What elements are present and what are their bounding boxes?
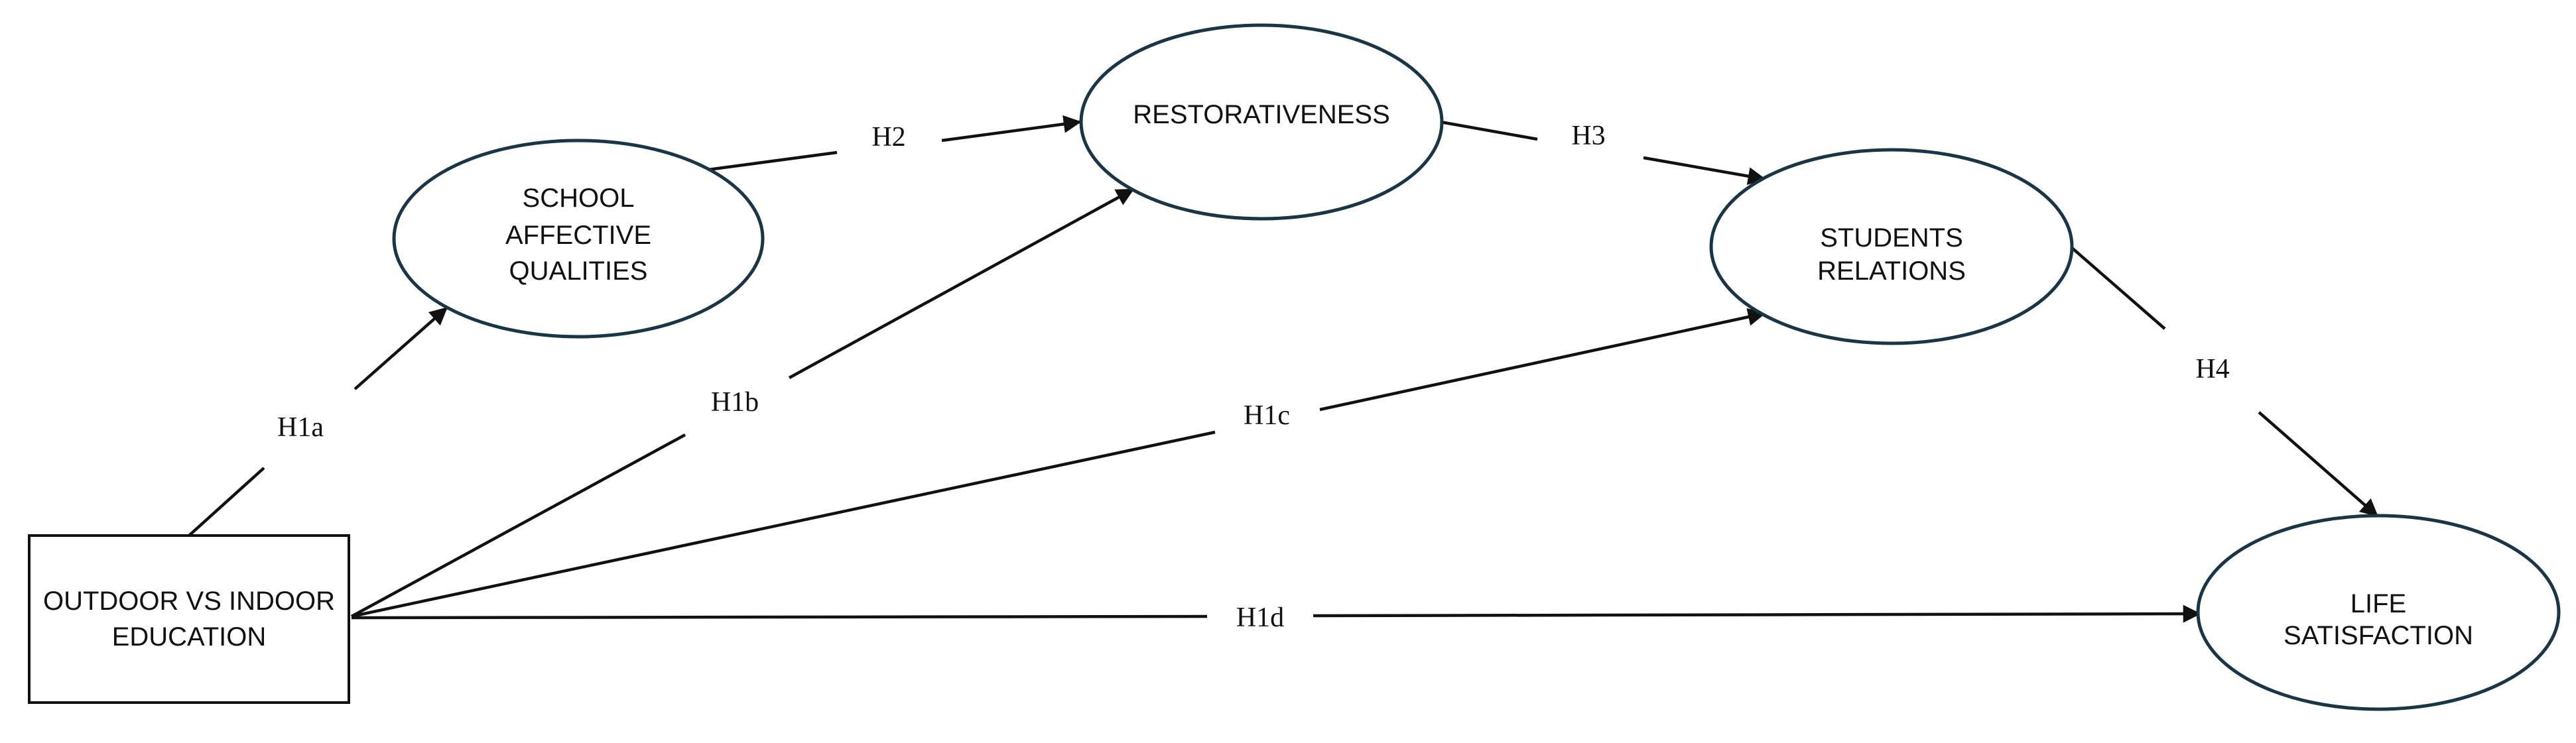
- edge-label-h4: H4: [2195, 354, 2229, 384]
- edge-h4: H4: [2071, 247, 2379, 517]
- node-restorativeness-ellipse: [1079, 23, 1444, 221]
- edge-h2-segment-1: [708, 150, 838, 172]
- node-life-ellipse: [2196, 514, 2561, 711]
- node-school-ellipse: [392, 139, 765, 339]
- node-school-label-line-2: AFFECTIVE: [505, 221, 651, 250]
- edge-h1a-segment-2: [354, 307, 448, 390]
- edge-label-h1b: H1b: [711, 387, 759, 418]
- node-students-label-line-2: RELATIONS: [1817, 257, 1966, 286]
- node-outdoor-vs-indoor-education: OUTDOOR VS INDOOR EDUCATION: [28, 534, 350, 704]
- edge-h1b: H1b: [350, 188, 1135, 618]
- node-restorativeness-label: RESTORATIVENESS: [1133, 100, 1390, 129]
- edge-h3-segment-2: [1643, 156, 1766, 186]
- edge-h3: H3: [1440, 120, 1766, 186]
- node-life-label-line-1: LIFE: [2351, 589, 2406, 618]
- node-life-satisfaction: LIFE SATISFACTION: [2196, 514, 2561, 711]
- node-restorativeness: RESTORATIVENESS: [1079, 23, 1444, 221]
- node-outdoor-label-line-2: EDUCATION: [112, 622, 267, 652]
- edge-h3-segment-1: [1440, 120, 1538, 141]
- edge-h2-segment-2: [941, 115, 1082, 143]
- node-school-affective-qualities: SCHOOL AFFECTIVE QUALITIES: [392, 139, 765, 339]
- edge-label-h1a: H1a: [277, 412, 324, 443]
- node-school-label-line-3: QUALITIES: [509, 257, 648, 286]
- edge-label-h2: H2: [871, 122, 905, 152]
- edge-label-h1d: H1d: [1236, 602, 1284, 633]
- edge-h1d: H1d: [351, 602, 2201, 633]
- edge-h4-segment-2: [2258, 411, 2379, 517]
- edge-h1b-segment-1: [350, 433, 686, 618]
- edge-h1d-segment-1: [351, 614, 1208, 620]
- edge-h1a-segment-1: [188, 467, 265, 537]
- node-life-label-line-2: SATISFACTION: [2284, 621, 2473, 650]
- edge-h1d-segment-2: [1313, 604, 2201, 623]
- node-students-label-line-1: STUDENTS: [1820, 223, 1963, 253]
- edge-h1c-segment-2: [1319, 308, 1766, 412]
- edge-h1c: H1c: [351, 308, 1766, 618]
- node-outdoor-box: [28, 534, 350, 704]
- edge-label-h3: H3: [1571, 121, 1605, 151]
- node-school-label-line-1: SCHOOL: [523, 184, 635, 213]
- edge-h2: H2: [708, 115, 1082, 172]
- node-outdoor-label-line-1: OUTDOOR VS INDOOR: [43, 587, 335, 616]
- edge-h1a: H1a: [188, 307, 448, 537]
- node-students-relations: STUDENTS RELATIONS: [1709, 148, 2074, 345]
- edge-h4-segment-1: [2071, 247, 2166, 330]
- edge-h1b-segment-2: [788, 188, 1135, 379]
- edge-h1c-segment-1: [351, 430, 1216, 618]
- node-students-ellipse: [1709, 148, 2074, 345]
- edge-label-h1c: H1c: [1244, 400, 1290, 431]
